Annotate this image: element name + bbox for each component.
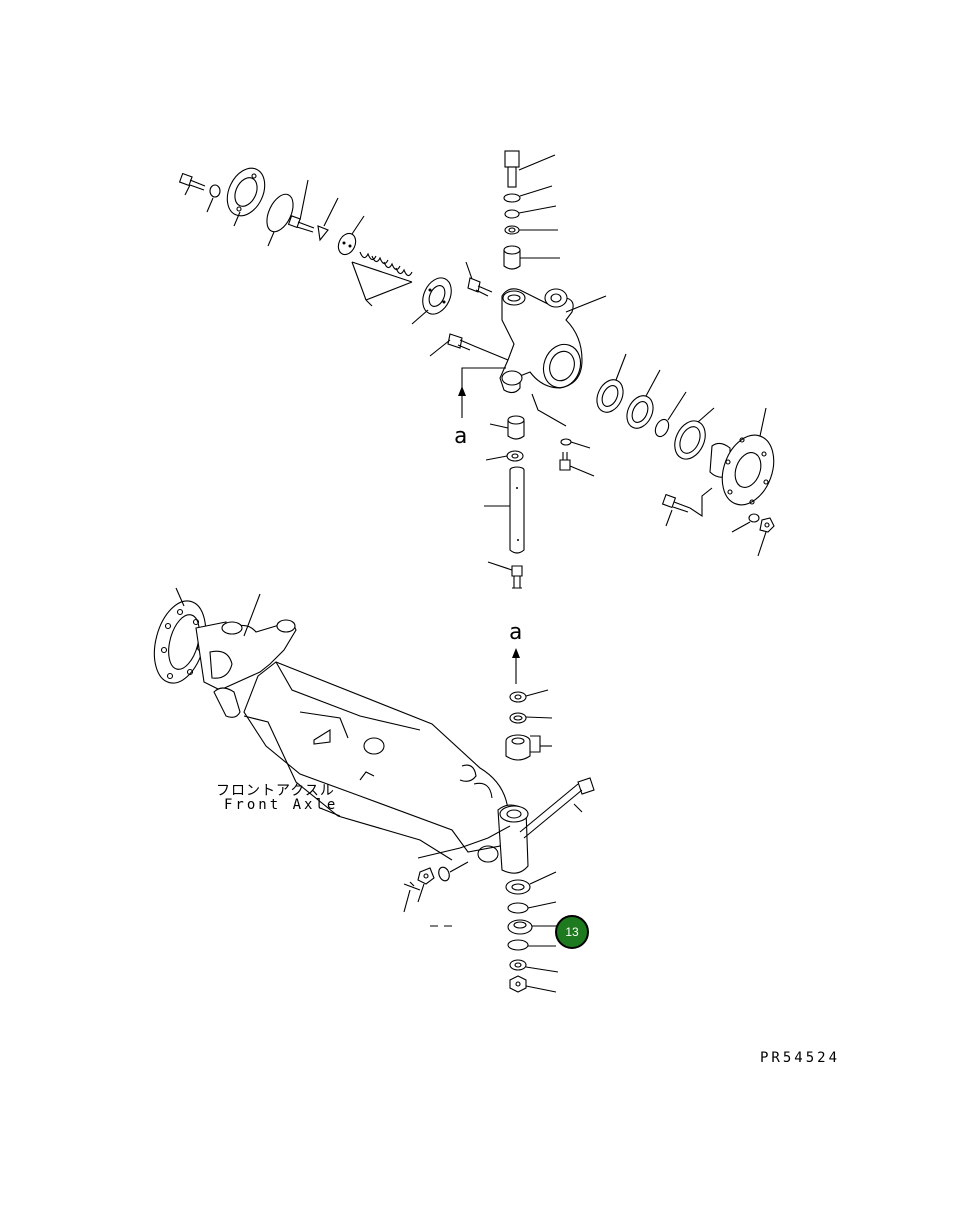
hub-cover-assembly bbox=[178, 167, 452, 325]
cover-gasket bbox=[266, 193, 294, 233]
pivot-through-bolt bbox=[519, 777, 595, 839]
pivot-bushing-upper bbox=[505, 734, 552, 761]
hub-cover-plate bbox=[226, 167, 266, 217]
pivot-bottom-nut bbox=[509, 975, 557, 993]
spring-washer bbox=[503, 185, 553, 203]
front-axle-label-jp: フロントアクスル bbox=[216, 783, 335, 799]
hub-inner-bearing bbox=[596, 353, 627, 413]
pivot-stack-lower bbox=[505, 871, 559, 993]
pivot-shim bbox=[507, 901, 557, 914]
pivot-washer bbox=[509, 712, 553, 724]
hub-bolt bbox=[661, 487, 713, 527]
cover-bolt bbox=[178, 172, 206, 191]
shim-set bbox=[351, 251, 413, 301]
hub-bearing bbox=[422, 277, 452, 315]
thrust-washer bbox=[485, 450, 524, 462]
steering-knuckle bbox=[499, 288, 607, 427]
kingpin-grease-fitting bbox=[487, 561, 523, 589]
flat-washer bbox=[504, 205, 557, 219]
grease-fitting-side bbox=[429, 333, 509, 361]
wheel-hub bbox=[709, 407, 775, 506]
hub-washer bbox=[731, 513, 760, 533]
pivot-stack-upper bbox=[505, 689, 553, 761]
drawing-code: PR54524 bbox=[760, 1050, 841, 1066]
hub-o-ring bbox=[654, 391, 687, 438]
kingpin-bolt bbox=[504, 150, 556, 188]
kingpin-lower-stack bbox=[484, 415, 525, 589]
front-axle-label-en: Front Axle bbox=[224, 797, 339, 813]
hub-nut bbox=[757, 517, 775, 557]
cover-washer bbox=[209, 184, 221, 198]
shim-bolt bbox=[287, 215, 315, 233]
front-axle-housing bbox=[153, 587, 529, 874]
pivot-thrust-bushing bbox=[507, 919, 558, 935]
pivot-nut bbox=[509, 689, 549, 703]
pivot-lock-nut bbox=[417, 867, 435, 903]
view-marker-bottom: a bbox=[509, 620, 523, 645]
hub-oil-seal bbox=[626, 369, 661, 429]
grease-fitting-upper bbox=[465, 261, 493, 297]
part-callout-number: 13 bbox=[565, 925, 579, 939]
hub-outer-seal bbox=[674, 407, 715, 460]
part-callout-13[interactable]: 13 bbox=[555, 915, 589, 949]
upper-bushing bbox=[503, 245, 560, 270]
kingpin-upper-stack bbox=[503, 150, 560, 270]
lower-bushing bbox=[489, 415, 525, 440]
pivot-bushing-lower bbox=[505, 871, 557, 895]
o-ring-right bbox=[560, 438, 591, 449]
pivot-washer-side bbox=[438, 861, 469, 882]
pivot-bottom-washer bbox=[509, 959, 559, 973]
view-arrow-upper bbox=[458, 367, 506, 418]
view-arrow-lower bbox=[512, 648, 520, 684]
grease-fitting-lower bbox=[559, 452, 595, 477]
view-marker-top: a bbox=[454, 424, 468, 449]
spacer bbox=[337, 232, 357, 256]
kingpin bbox=[484, 466, 525, 554]
lock-plate bbox=[317, 225, 329, 242]
shim-top bbox=[504, 225, 558, 235]
pivot-o-ring bbox=[507, 939, 556, 951]
cotter-pin bbox=[403, 881, 421, 891]
